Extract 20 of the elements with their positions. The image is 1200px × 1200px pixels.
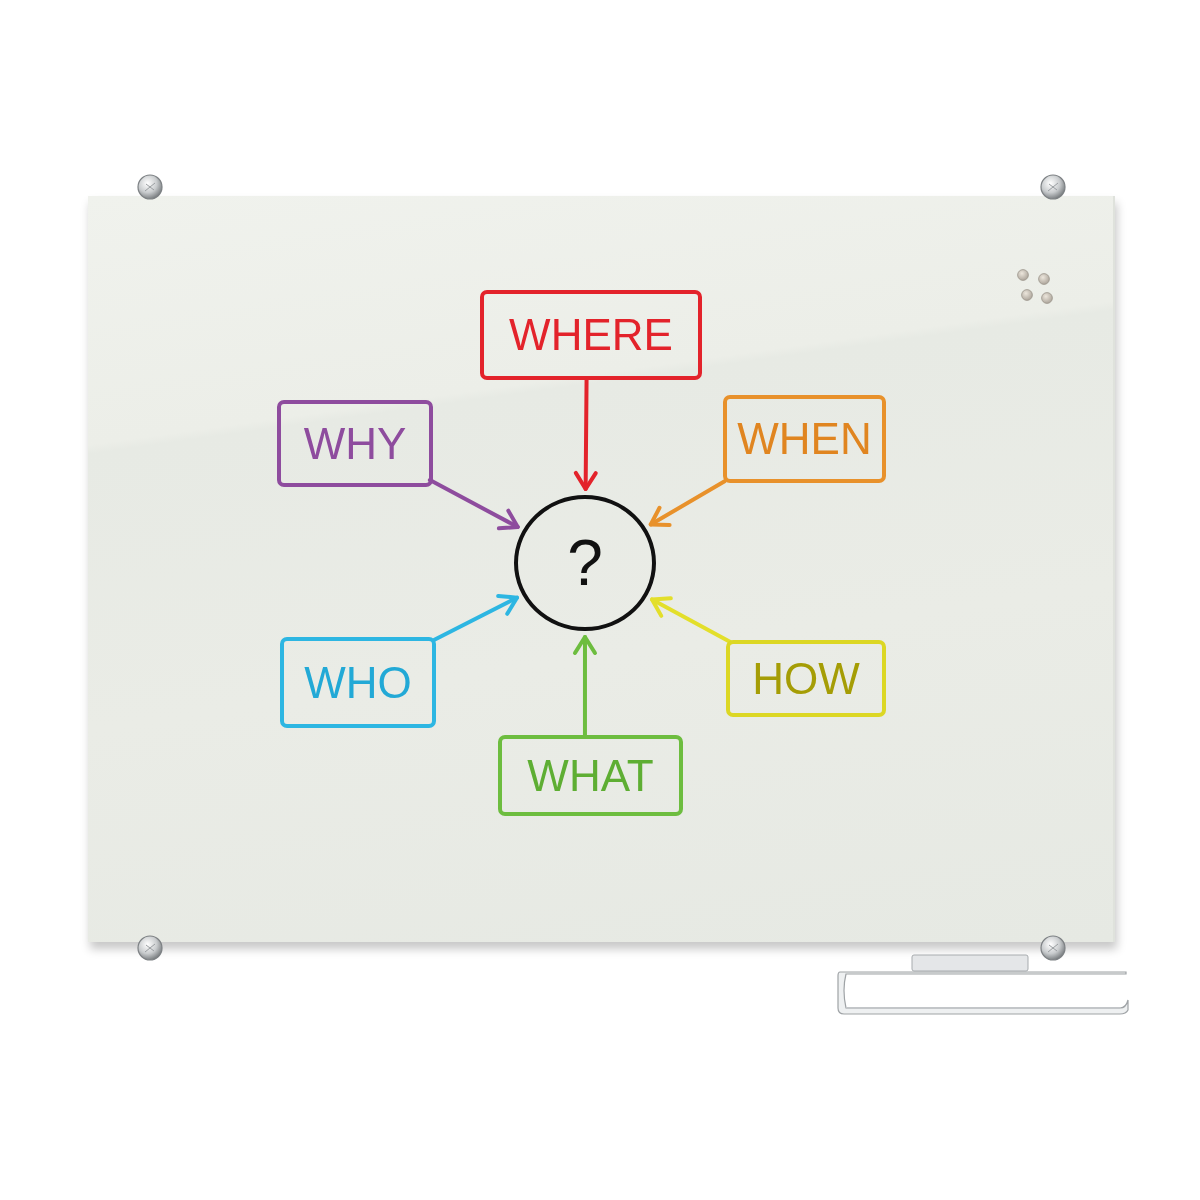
question-mark: ? xyxy=(567,531,603,595)
question-circle xyxy=(514,495,656,631)
word-box xyxy=(280,637,436,728)
node-label: WHERE xyxy=(509,313,673,357)
word-box xyxy=(480,290,702,380)
word-box xyxy=(498,735,683,816)
arrow xyxy=(573,378,598,491)
node-label: WHAT xyxy=(527,753,654,798)
word-box xyxy=(723,395,886,483)
word-box xyxy=(726,640,886,717)
arrow xyxy=(648,479,727,528)
arrow xyxy=(432,594,519,642)
arrow xyxy=(650,596,733,645)
word-box xyxy=(277,400,433,487)
node-label: WHO xyxy=(304,660,412,705)
arrow xyxy=(572,635,597,737)
node-label: WHY xyxy=(303,421,407,466)
arrow xyxy=(427,478,520,531)
node-label: WHEN xyxy=(737,417,872,461)
node-label: HOW xyxy=(752,656,860,701)
